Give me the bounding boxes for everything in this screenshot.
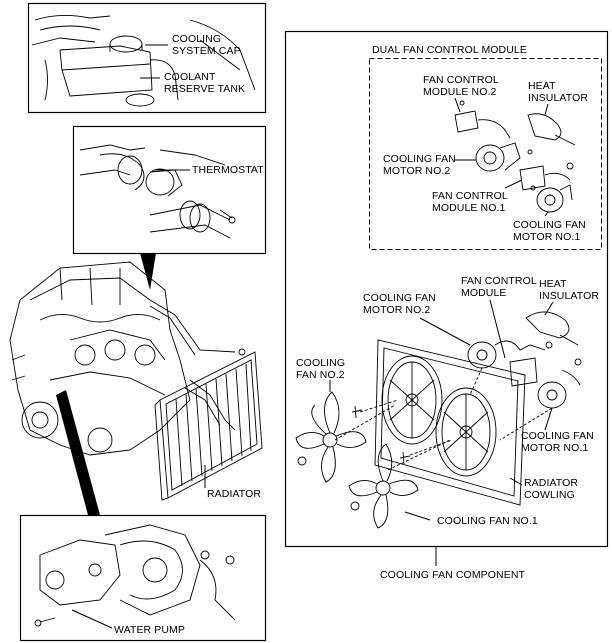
leader-motor1 [544,407,553,431]
label-heat-insulator: HEAT INSULATOR [539,278,600,302]
label-coolant-reserve-tank: COOLANT RESERVE TANK [164,71,246,95]
inset-box-reserve-tank [27,2,267,114]
fan-blades-no2 [295,391,367,483]
leader-dual-insulator [544,103,549,116]
label-dual-fan-control-module-no1: FAN CONTROL MODULE NO.1 [432,190,508,214]
reserve-tank-drawing [31,15,256,107]
leader-dual-fcm1 [504,179,523,189]
label-water-pump: WATER PUMP [114,624,185,636]
leader-dual-fcm2 [454,97,461,113]
component-box [284,30,609,548]
leader-dual-motor1 [544,211,549,217]
leader-fcm [489,299,506,359]
inset-box-thermostat [72,125,267,255]
dual-module-drawing [454,100,576,213]
wedge-water-pump [56,390,100,515]
label-cooling-system-cap: COOLING SYSTEM CAP [172,33,241,57]
inset-box-water-pump [19,514,267,642]
label-cooling-fan-component: COOLING FAN COMPONENT [380,569,526,581]
label-cooling-fan-no2: COOLING FAN NO.2 [296,357,346,381]
label-thermostat: THERMOSTAT [192,164,264,176]
water-pump-drawing [34,524,236,627]
label-cooling-fan-no1: COOLING FAN NO.1 [437,515,538,527]
wedge-thermostat [140,253,156,290]
engine-drawing [9,261,236,456]
fan-assembly-drawing [295,311,582,529]
dual-module-dashed-box [369,58,602,250]
label-cooling-fan-motor-no2: COOLING FAN MOTOR NO.2 [363,292,436,316]
label-fan-control-module: FAN CONTROL MODULE [461,275,537,299]
thermostat-drawing [79,144,236,239]
leader-water-pump [71,609,113,629]
fan-blades-no1 [348,443,419,529]
label-cooling-fan-motor-no1: COOLING FAN MOTOR NO.1 [521,430,594,454]
label-dual-fan-control-module-no2: FAN CONTROL MODULE NO.2 [423,74,499,98]
label-dual-cooling-fan-motor-no2: COOLING FAN MOTOR NO.2 [383,153,456,177]
label-dual-cooling-fan-motor-no1: COOLING FAN MOTOR NO.1 [513,219,586,243]
label-radiator-cowling: RADIATOR COWLING [524,477,579,501]
label-radiator: RADIATOR [207,488,262,500]
leader-fan1 [404,511,431,521]
leader-insulator [544,301,554,316]
leader-cowling [509,477,523,486]
leader-motor2 [419,317,471,346]
radiator-drawing [154,348,263,501]
label-dual-heat-insulator: HEAT INSULATOR [528,80,589,104]
label-dual-fan-control-module: DUAL FAN CONTROL MODULE [372,44,527,56]
